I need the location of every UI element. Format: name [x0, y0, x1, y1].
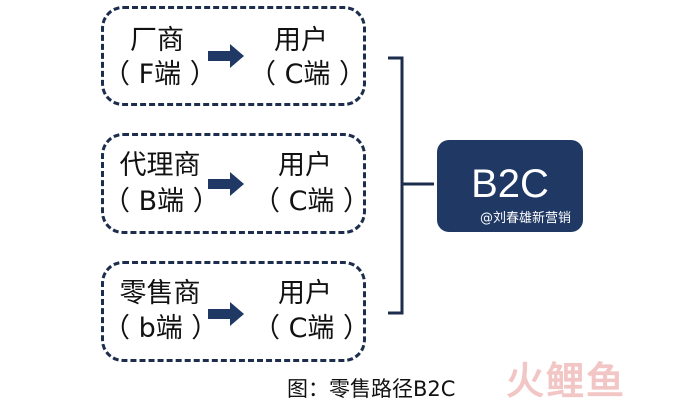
logo-watermark: 火鲤鱼 [506, 359, 627, 403]
source-label-agent: 代理商 [119, 150, 201, 181]
b2c-box: B2C [437, 140, 583, 232]
arrow-right-icon [208, 44, 244, 68]
target-label-user: 用户 [278, 150, 332, 181]
source-tag-retailer: （ b端 ） [103, 313, 219, 344]
arrow-right-icon [208, 302, 244, 326]
target-tag-consumer: （ C端 ） [253, 186, 371, 217]
target-tag-consumer: （ C端 ） [249, 59, 367, 90]
figure-caption: 图：零售路径B2C [287, 377, 456, 401]
source-tag-manufacturer: （ F端 ） [103, 59, 217, 90]
row-box-retailer [101, 261, 366, 362]
author-watermark: @刘春雄新营销 [480, 211, 572, 226]
source-label-manufacturer: 厂商 [130, 25, 184, 56]
target-label-user: 用户 [274, 25, 328, 56]
arrow-right-icon [208, 172, 244, 196]
target-tag-consumer: （ C端 ） [253, 313, 371, 344]
source-label-retailer: 零售商 [119, 278, 201, 309]
row-box-manufacturer [101, 6, 366, 106]
source-tag-agent: （ B端 ） [103, 186, 220, 217]
target-label-user: 用户 [278, 278, 332, 309]
row-box-agent [101, 133, 366, 234]
b2c-title: B2C [471, 162, 549, 206]
